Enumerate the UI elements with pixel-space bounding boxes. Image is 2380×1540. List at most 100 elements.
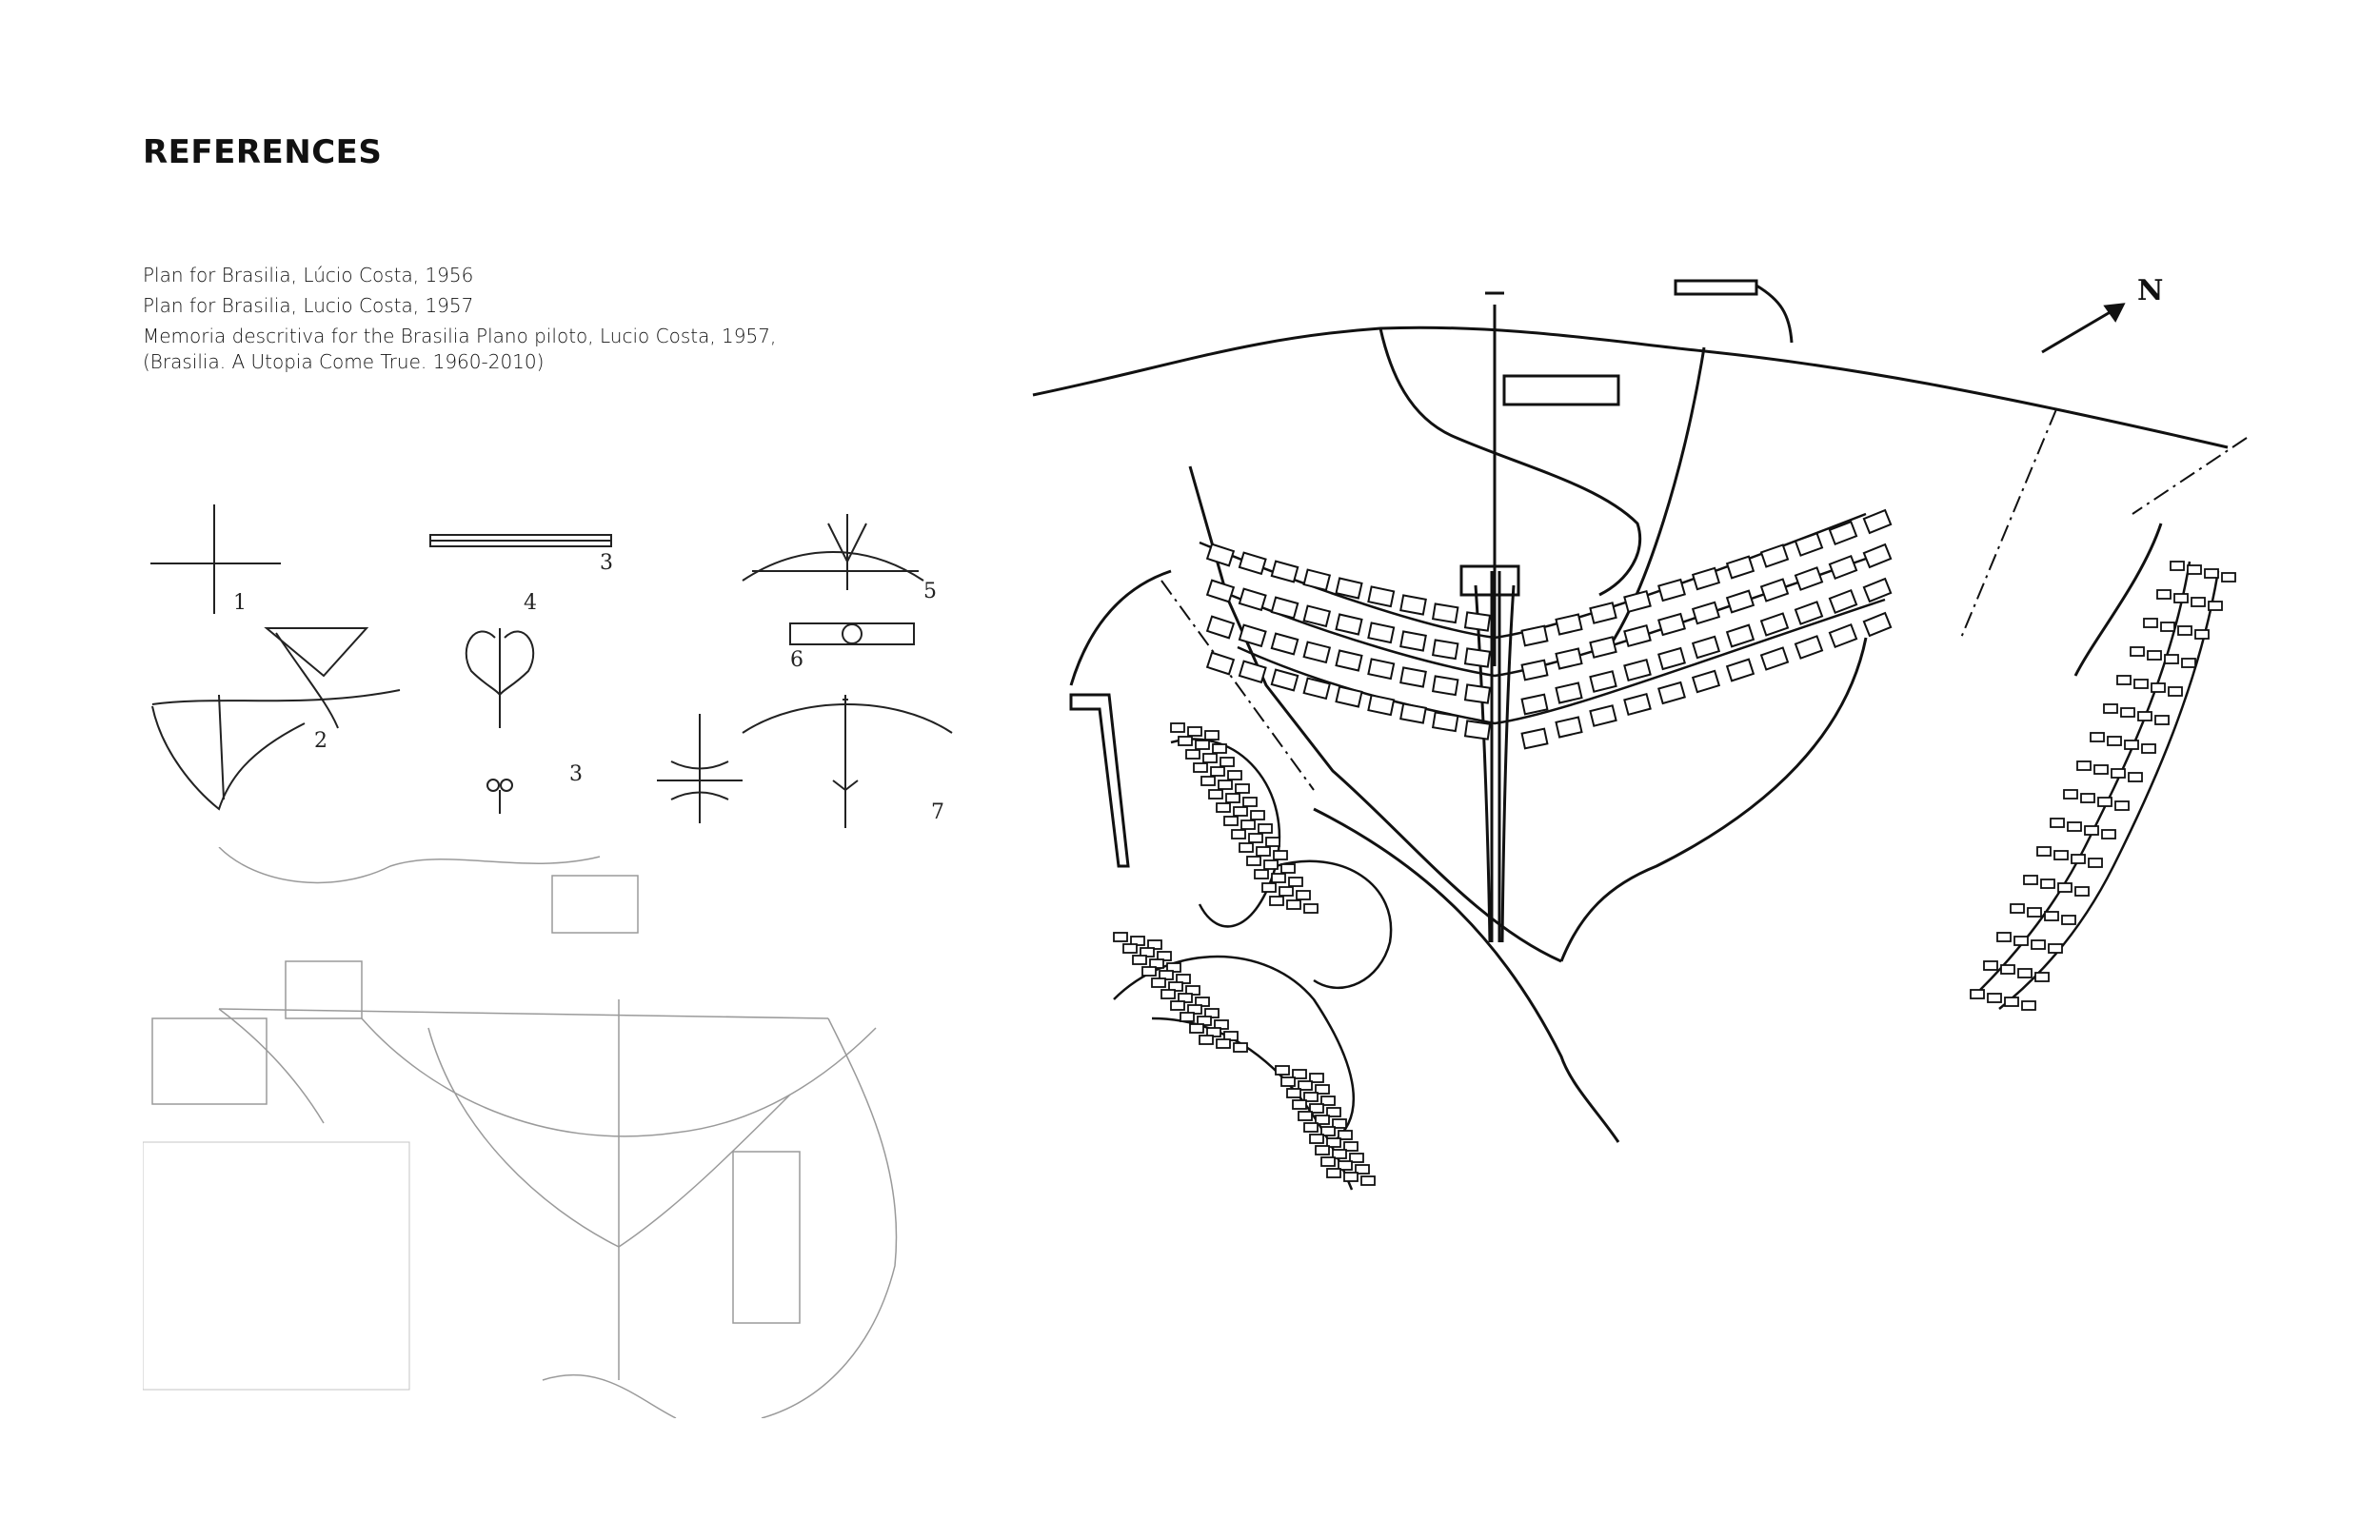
plan-block xyxy=(1431,639,1459,661)
plan-block xyxy=(1239,842,1254,853)
plan-block xyxy=(2063,789,2078,800)
plan-block xyxy=(1657,578,1686,602)
plan-block xyxy=(1212,743,1227,754)
plan-block xyxy=(2154,715,2170,725)
plan-block xyxy=(1828,588,1858,615)
plan-block xyxy=(1227,770,1242,780)
plan-block xyxy=(1270,596,1299,620)
large-plan: N xyxy=(1032,276,2248,1191)
plan-block xyxy=(1996,932,2012,942)
page-title: REFERENCES xyxy=(143,133,383,171)
plan-block xyxy=(1759,612,1790,637)
plan-block xyxy=(1159,970,1174,980)
plan-block xyxy=(1242,797,1258,807)
plan-block xyxy=(1520,659,1549,681)
plan-block xyxy=(2170,561,2185,571)
plan-block xyxy=(2021,1000,2036,1011)
plan-block xyxy=(2101,829,2116,839)
sketch-number: 4 xyxy=(524,591,537,615)
plan-block xyxy=(2116,675,2132,685)
plan-block xyxy=(2034,972,2050,982)
plan-block xyxy=(2208,601,2223,611)
plan-block xyxy=(1335,577,1363,600)
reference-item-subtext: (Brasilia. A Utopia Come True. 1960-2010… xyxy=(143,350,545,373)
plan-block xyxy=(2133,679,2149,689)
plan-block xyxy=(1223,816,1239,826)
reference-item: Plan for Brasilia, Lúcio Costa, 1956 xyxy=(143,264,474,286)
plan-block xyxy=(2076,760,2092,771)
plan-block xyxy=(1309,1073,1324,1083)
reference-item: Plan for Brasilia, Lucio Costa, 1957 xyxy=(143,294,474,317)
plan-block xyxy=(1187,1004,1202,1015)
plan-block xyxy=(1338,1130,1353,1140)
plan-block xyxy=(1292,1069,1307,1079)
plan-block xyxy=(1141,966,1157,977)
plan-block xyxy=(1332,1149,1347,1159)
plan-block xyxy=(1202,753,1218,763)
sketch-number: 5 xyxy=(923,580,937,603)
plan-block xyxy=(1332,1118,1347,1129)
plan-block xyxy=(2050,818,2065,828)
plan-block xyxy=(1233,806,1248,817)
plan-block xyxy=(1204,1008,1220,1018)
plan-block xyxy=(1122,943,1138,954)
plan-block xyxy=(2107,736,2122,746)
plan-block xyxy=(1589,602,1617,624)
plan-block xyxy=(1691,601,1721,625)
plan-block xyxy=(2130,646,2145,657)
plan-block xyxy=(2173,593,2189,603)
sketch-number: 7 xyxy=(931,800,944,824)
plan-block xyxy=(1309,1134,1324,1144)
plan-block xyxy=(1216,802,1231,813)
plan-block xyxy=(1463,720,1492,740)
plan-block xyxy=(1151,977,1166,988)
plan-block xyxy=(2074,886,2090,897)
plan-block xyxy=(2004,997,2019,1007)
plan-block xyxy=(1431,675,1459,697)
plan-block xyxy=(2090,732,2105,742)
plan-block xyxy=(2177,625,2192,636)
plan-block xyxy=(1263,859,1279,870)
plan-block xyxy=(1140,947,1155,958)
plan-block xyxy=(1315,1115,1330,1125)
plan-block xyxy=(1280,863,1296,874)
plan-block xyxy=(1691,669,1721,694)
sketch-number: 3 xyxy=(569,762,583,786)
plan-block xyxy=(1193,762,1208,773)
plan-block xyxy=(2103,703,2118,714)
plan-block xyxy=(1160,989,1176,999)
plan-block xyxy=(1296,890,1311,900)
plan-block xyxy=(1862,611,1893,638)
plan-block xyxy=(1326,1168,1341,1178)
plan-block xyxy=(2044,911,2059,921)
plan-block xyxy=(1320,1096,1336,1106)
plan-block xyxy=(1320,1156,1336,1167)
plan-block xyxy=(1303,1092,1319,1102)
plan-block xyxy=(1204,730,1220,740)
plan-block xyxy=(1320,1126,1336,1136)
plan-block xyxy=(1623,589,1652,614)
plan-block xyxy=(1130,936,1145,946)
plan-block xyxy=(1254,869,1269,879)
plan-block xyxy=(1315,1084,1330,1095)
plan-block xyxy=(1794,566,1824,591)
plan-block xyxy=(1157,951,1172,961)
plan-block xyxy=(1431,602,1459,624)
plan-block xyxy=(1288,877,1303,887)
plan-block xyxy=(1303,1122,1319,1133)
plan-block xyxy=(1265,837,1280,847)
plan-block xyxy=(1759,578,1790,602)
plan-block xyxy=(1185,985,1200,996)
plan-block xyxy=(1218,780,1233,790)
plan-block xyxy=(1987,993,2002,1003)
plan-block xyxy=(2120,707,2135,718)
plan-block xyxy=(1205,615,1236,640)
plan-block xyxy=(1360,1175,1376,1186)
plan-block xyxy=(1725,555,1755,580)
plan-block xyxy=(1206,1027,1221,1037)
plan-block xyxy=(2137,711,2152,721)
plan-block xyxy=(1235,783,1250,794)
plan-block xyxy=(2017,968,2033,978)
plan-block xyxy=(1367,622,1396,644)
plan-block xyxy=(2147,650,2162,661)
